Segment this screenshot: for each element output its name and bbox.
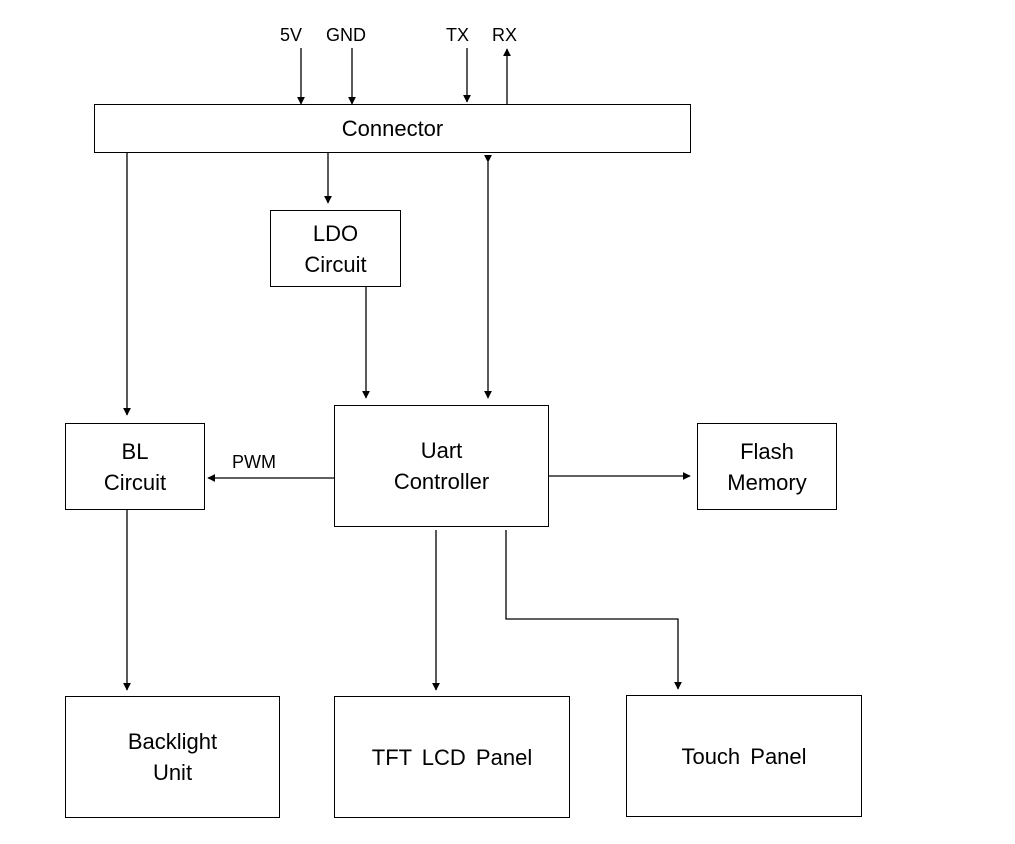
bl-circuit-label: BL Circuit xyxy=(103,438,167,495)
connector-label: Connector xyxy=(341,116,444,141)
touch-panel-block: Touch Panel xyxy=(626,695,862,817)
label-rx: RX xyxy=(492,25,518,45)
arrow-uart-to-touch xyxy=(505,530,682,690)
tft-lcd-panel-label: TFT LCD Panel xyxy=(371,744,533,770)
label-tx: TX xyxy=(446,25,470,45)
label-pwm: PWM xyxy=(232,452,276,472)
flash-memory-label: Flash Memory xyxy=(727,438,807,495)
uart-controller-label: Uart Controller xyxy=(393,438,490,494)
backlight-unit-label: Backlight Unit xyxy=(127,729,218,785)
label-gnd: GND xyxy=(326,25,366,45)
ldo-circuit-block: LDO Circuit xyxy=(270,210,401,287)
flash-memory-block: Flash Memory xyxy=(697,423,837,510)
bl-circuit-block: BL Circuit xyxy=(65,423,205,510)
touch-panel-label: Touch Panel xyxy=(681,743,807,769)
label-5v: 5V xyxy=(280,25,303,45)
backlight-unit-block: Backlight Unit xyxy=(65,696,280,818)
tft-lcd-panel-block: TFT LCD Panel xyxy=(334,696,570,818)
uart-controller-block: Uart Controller xyxy=(334,405,549,527)
ldo-circuit-label: LDO Circuit xyxy=(304,220,367,277)
connector-block: Connector xyxy=(94,104,691,153)
